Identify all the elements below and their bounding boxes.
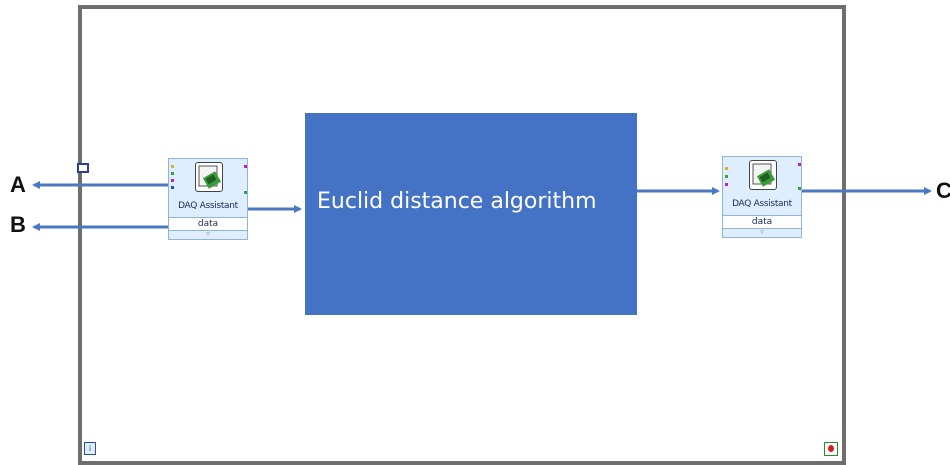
loop-iteration-icon: i [84,442,96,455]
daq-assistant-block-input[interactable]: DAQ Assistant data ▿ [168,158,248,240]
loop-tunnel [77,163,89,173]
daq-assistant-icon [749,160,777,190]
port-label-b: B [10,212,26,237]
port-label-c: C [936,178,950,203]
daq-assistant-icon [195,162,223,192]
loop-stop-icon[interactable] [824,442,838,456]
daq-assistant-block-output[interactable]: DAQ Assistant data ▿ [722,156,802,238]
chevron-down-icon[interactable]: ▿ [760,229,764,236]
port-label-a: A [10,172,26,197]
chevron-down-icon[interactable]: ▿ [206,231,210,238]
daq-data-output[interactable]: data [169,217,247,231]
daq-assistant-label: DAQ Assistant [178,201,238,211]
euclid-distance-algorithm-block[interactable]: Euclid distance algorithm [305,113,637,315]
daq-data-output[interactable]: data [723,215,801,229]
daq-assistant-label: DAQ Assistant [732,199,792,209]
